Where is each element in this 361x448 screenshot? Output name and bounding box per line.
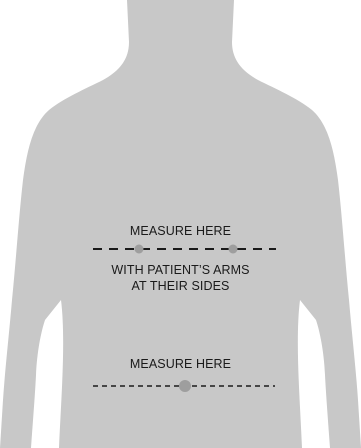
lower-measure-label: MEASURE HERE	[0, 356, 361, 372]
upper-marker-dot-left	[135, 245, 144, 254]
lower-marker-dot	[179, 380, 191, 392]
upper-note-line-2: AT THEIR SIDES	[0, 278, 361, 294]
upper-marker-dot-right	[229, 245, 238, 254]
upper-measure-label: MEASURE HERE	[0, 223, 361, 239]
upper-note-line-1: WITH PATIENT’S ARMS	[0, 262, 361, 278]
